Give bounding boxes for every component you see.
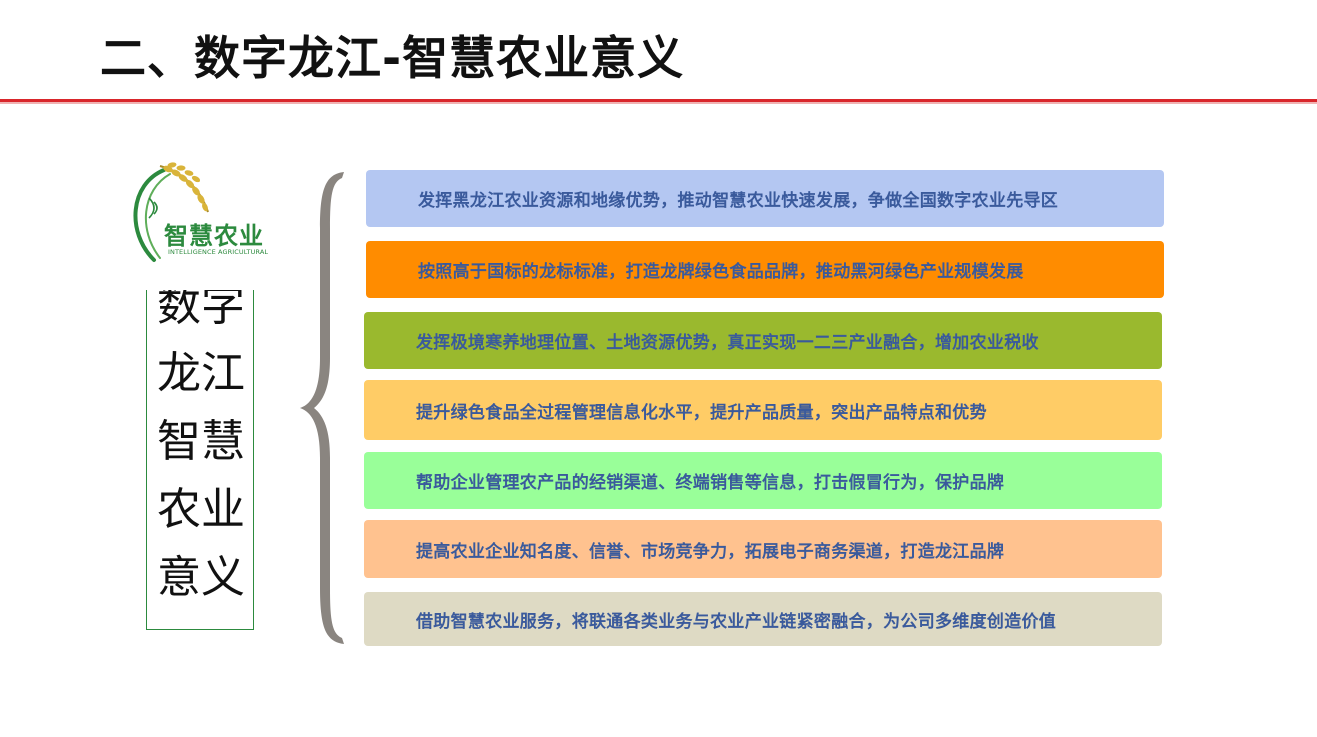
list-item-text: 发挥黑龙江农业资源和地缘优势，推动智慧农业快速发展，争做全国数字农业先导区 (418, 191, 1059, 211)
list-item: 提高农业企业知名度、信誉、市场竞争力，拓展电子商务渠道，打造龙江品牌 (364, 520, 1162, 578)
list-item-text: 发挥极境寒养地理位置、土地资源优势，真正实现一二三产业融合，增加农业税收 (416, 333, 1039, 353)
list-item: 按照高于国标的龙标标准，打造龙牌绿色食品品牌，推动黑河绿色产业规模发展 (366, 241, 1164, 298)
list-item-text: 按照高于国标的龙标标准，打造龙牌绿色食品品牌，推动黑河绿色产业规模发展 (418, 262, 1024, 282)
vertical-label-box: 数字 龙江 智慧 农业 意义 (146, 290, 254, 630)
logo-title: 智慧农业 (164, 222, 264, 250)
vertical-label-line: 龙江 (157, 348, 245, 399)
list-item: 借助智慧农业服务，将联通各类业务与农业产业链紧密融合，为公司多维度创造价值 (364, 592, 1162, 646)
vertical-label-line: 数字 (157, 290, 245, 331)
title-divider-shadow (0, 102, 1317, 104)
title-divider (0, 99, 1317, 102)
list-item-text: 帮助企业管理农产品的经销渠道、终端销售等信息，打击假冒行为，保护品牌 (416, 473, 1005, 493)
list-item: 提升绿色食品全过程管理信息化水平，提升产品质量，突出产品特点和优势 (364, 380, 1162, 440)
vertical-label-line: 农业 (157, 484, 245, 535)
list-item-text: 提高农业企业知名度、信誉、市场竞争力，拓展电子商务渠道，打造龙江品牌 (416, 541, 1005, 562)
wheat-arc-icon (133, 162, 209, 262)
smart-agriculture-logo: 智慧农业 INTELLIGENCE AGRICULTURAL (124, 162, 270, 266)
logo-subtitle: INTELLIGENCE AGRICULTURAL (168, 248, 269, 256)
list-item-text: 借助智慧农业服务，将联通各类业务与农业产业链紧密融合，为公司多维度创造价值 (416, 611, 1057, 632)
list-item-text: 提升绿色食品全过程管理信息化水平，提升产品质量，突出产品特点和优势 (416, 402, 987, 423)
left-brace-icon (300, 172, 344, 644)
list-item: 发挥黑龙江农业资源和地缘优势，推动智慧农业快速发展，争做全国数字农业先导区 (366, 170, 1164, 227)
list-item: 发挥极境寒养地理位置、土地资源优势，真正实现一二三产业融合，增加农业税收 (364, 312, 1162, 369)
vertical-label-line: 意义 (157, 552, 245, 603)
list-item: 帮助企业管理农产品的经销渠道、终端销售等信息，打击假冒行为，保护品牌 (364, 452, 1162, 509)
page-title: 二、数字龙江-智慧农业意义 (100, 31, 685, 85)
vertical-label-line: 智慧 (157, 416, 245, 467)
